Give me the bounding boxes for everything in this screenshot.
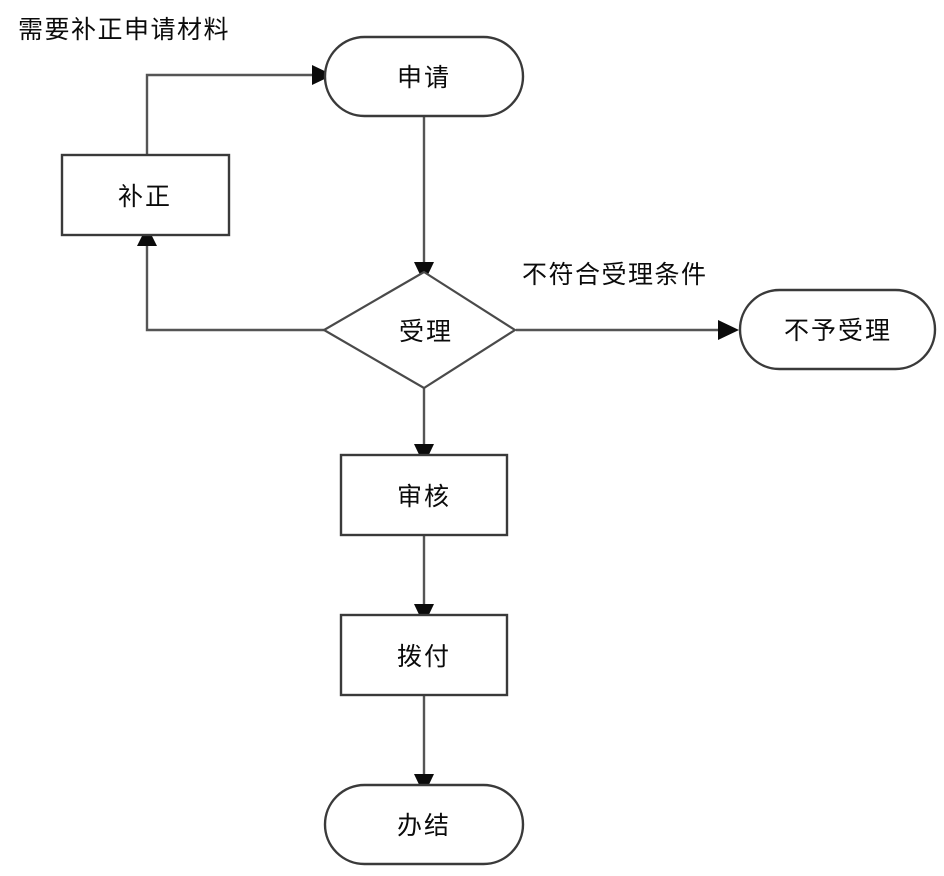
node-disburse[interactable]: 拨付 [339,613,509,697]
edge-line [145,73,312,155]
node-apply-label: 申请 [397,64,451,92]
node-accept[interactable]: 受理 [321,270,518,390]
node-supplement[interactable]: 补正 [60,153,231,237]
node-review-shape[interactable] [339,453,509,537]
edge-supplement-to-apply [145,65,333,155]
node-reject-shape[interactable] [738,288,937,371]
edge-label-not-meet-criteria: 不符合受理条件 [522,261,708,289]
edge-accept-to-review [414,388,434,465]
node-accept-label: 受理 [399,318,453,346]
node-reject-label: 不予受理 [784,317,892,345]
node-supplement-shape[interactable] [60,153,231,237]
edge-accept-to-reject [516,320,739,340]
node-complete-shape[interactable] [323,783,525,866]
node-review[interactable]: 审核 [339,453,509,537]
node-reject[interactable]: 不予受理 [738,288,937,371]
node-accept-shape[interactable] [321,270,518,390]
arrowhead-icon [718,320,739,340]
node-review-label: 审核 [397,483,451,511]
node-supplement-label: 补正 [118,183,172,211]
node-disburse-label: 拨付 [397,643,451,671]
node-apply-shape[interactable] [323,35,525,118]
node-complete[interactable]: 办结 [323,783,525,866]
edge-disburse-to-complete [414,695,434,795]
edge-accept-to-supplement [137,226,324,332]
edge-line [145,246,324,332]
edge-label-need-supplement: 需要补正申请材料 [18,16,230,44]
node-complete-label: 办结 [397,812,451,840]
arrowhead-icon [312,65,333,85]
node-apply[interactable]: 申请 [323,35,525,118]
edge-apply-to-accept [414,116,434,283]
node-disburse-shape[interactable] [339,613,509,697]
edge-review-to-disburse [414,535,434,625]
